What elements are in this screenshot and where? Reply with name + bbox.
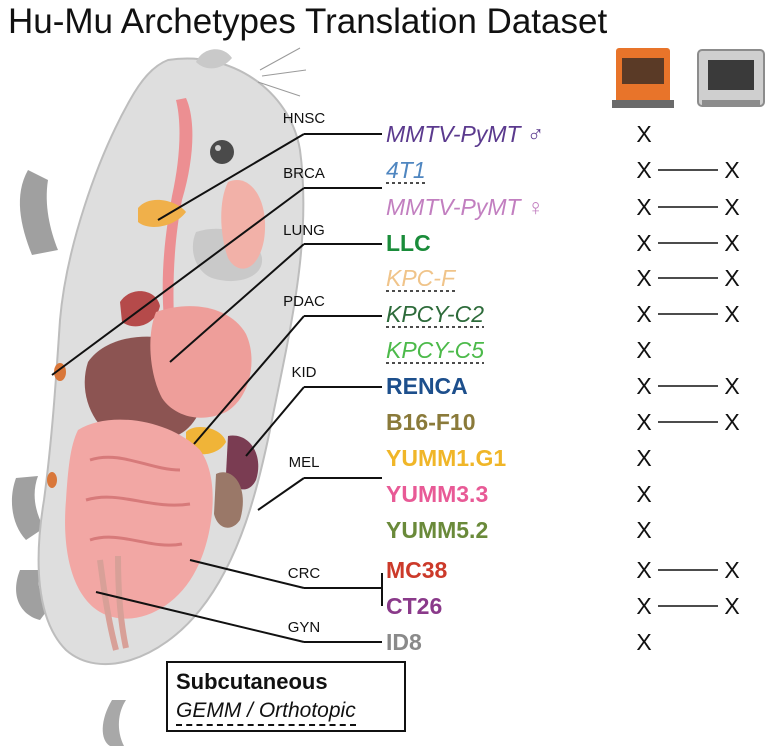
mark-instrument-2: X (724, 593, 739, 619)
model-label-yumm1-g1: YUMM1.G1 (386, 445, 506, 471)
mark-instrument-2: X (724, 194, 739, 220)
mark-instrument-1: X (636, 373, 651, 399)
mark-instrument-1: X (636, 517, 651, 543)
model-label-mmtv-pymt: MMTV-PyMT ♂ (386, 121, 544, 147)
mark-instrument-1: X (636, 409, 651, 435)
page-title: Hu-Mu Archetypes Translation Dataset (8, 2, 608, 41)
instrument-icon-2 (697, 49, 765, 107)
model-label-llc: LLC (386, 230, 431, 256)
mark-instrument-2: X (724, 301, 739, 327)
mark-instrument-1: X (636, 121, 651, 147)
model-label-kpcy-c2: KPCY-C2 (386, 301, 484, 327)
tissue-connectors (51, 133, 383, 643)
tissue-labels: HNSC BRCA LUNG PDAC KID MEL CRC GYN (283, 110, 326, 636)
mark-instrument-2: X (724, 157, 739, 183)
tissue-label-brca: BRCA (283, 165, 325, 182)
model-label-4t1: 4T1 (386, 157, 426, 183)
legend-gemm-orthotopic: GEMM / Orthotopic (176, 699, 356, 726)
mark-instrument-1: X (636, 593, 651, 619)
model-label-yumm5-2: YUMM5.2 (386, 517, 488, 543)
mark-instrument-1: X (636, 629, 651, 655)
mark-instrument-2: X (724, 230, 739, 256)
model-label-id8: ID8 (386, 629, 422, 655)
mark-instrument-1: X (636, 157, 651, 183)
model-label-mc38: MC38 (386, 557, 448, 583)
tissue-label-crc: CRC (288, 565, 321, 582)
model-label-renca: RENCA (386, 373, 468, 399)
model-label-kpcy-c5: KPCY-C5 (386, 337, 484, 363)
model-label-yumm3-3: YUMM3.3 (386, 481, 488, 507)
mark-instrument-1: X (636, 557, 651, 583)
tissue-label-hnsc: HNSC (283, 110, 326, 127)
mark-instrument-1: X (636, 445, 651, 471)
model-label-ct26: CT26 (386, 593, 442, 619)
tissue-label-kid: KID (291, 364, 316, 381)
mark-instrument-1: X (636, 337, 651, 363)
organ-illustration (47, 98, 266, 651)
tissue-label-mel: MEL (289, 454, 320, 471)
model-label-kpc-f: KPC-F (386, 265, 457, 291)
tissue-label-gyn: GYN (288, 619, 321, 636)
mark-instrument-1: X (636, 481, 651, 507)
model-label-b16-f10: B16-F10 (386, 409, 475, 435)
mark-instrument-2: X (724, 373, 739, 399)
model-label-mmtv-pymt: MMTV-PyMT ♀ (386, 194, 544, 220)
mark-instrument-1: X (636, 265, 651, 291)
instrument-icon-1 (612, 48, 674, 108)
tissue-label-pdac: PDAC (283, 293, 325, 310)
mark-instrument-2: X (724, 265, 739, 291)
tissue-label-lung: LUNG (283, 222, 325, 239)
mark-instrument-1: X (636, 301, 651, 327)
mark-instrument-1: X (636, 230, 651, 256)
legend-subcutaneous: Subcutaneous (176, 669, 328, 694)
mark-instrument-2: X (724, 409, 739, 435)
mark-instrument-1: X (636, 194, 651, 220)
mark-instrument-2: X (724, 557, 739, 583)
legend-box: Subcutaneous GEMM / Orthotopic (166, 661, 406, 732)
